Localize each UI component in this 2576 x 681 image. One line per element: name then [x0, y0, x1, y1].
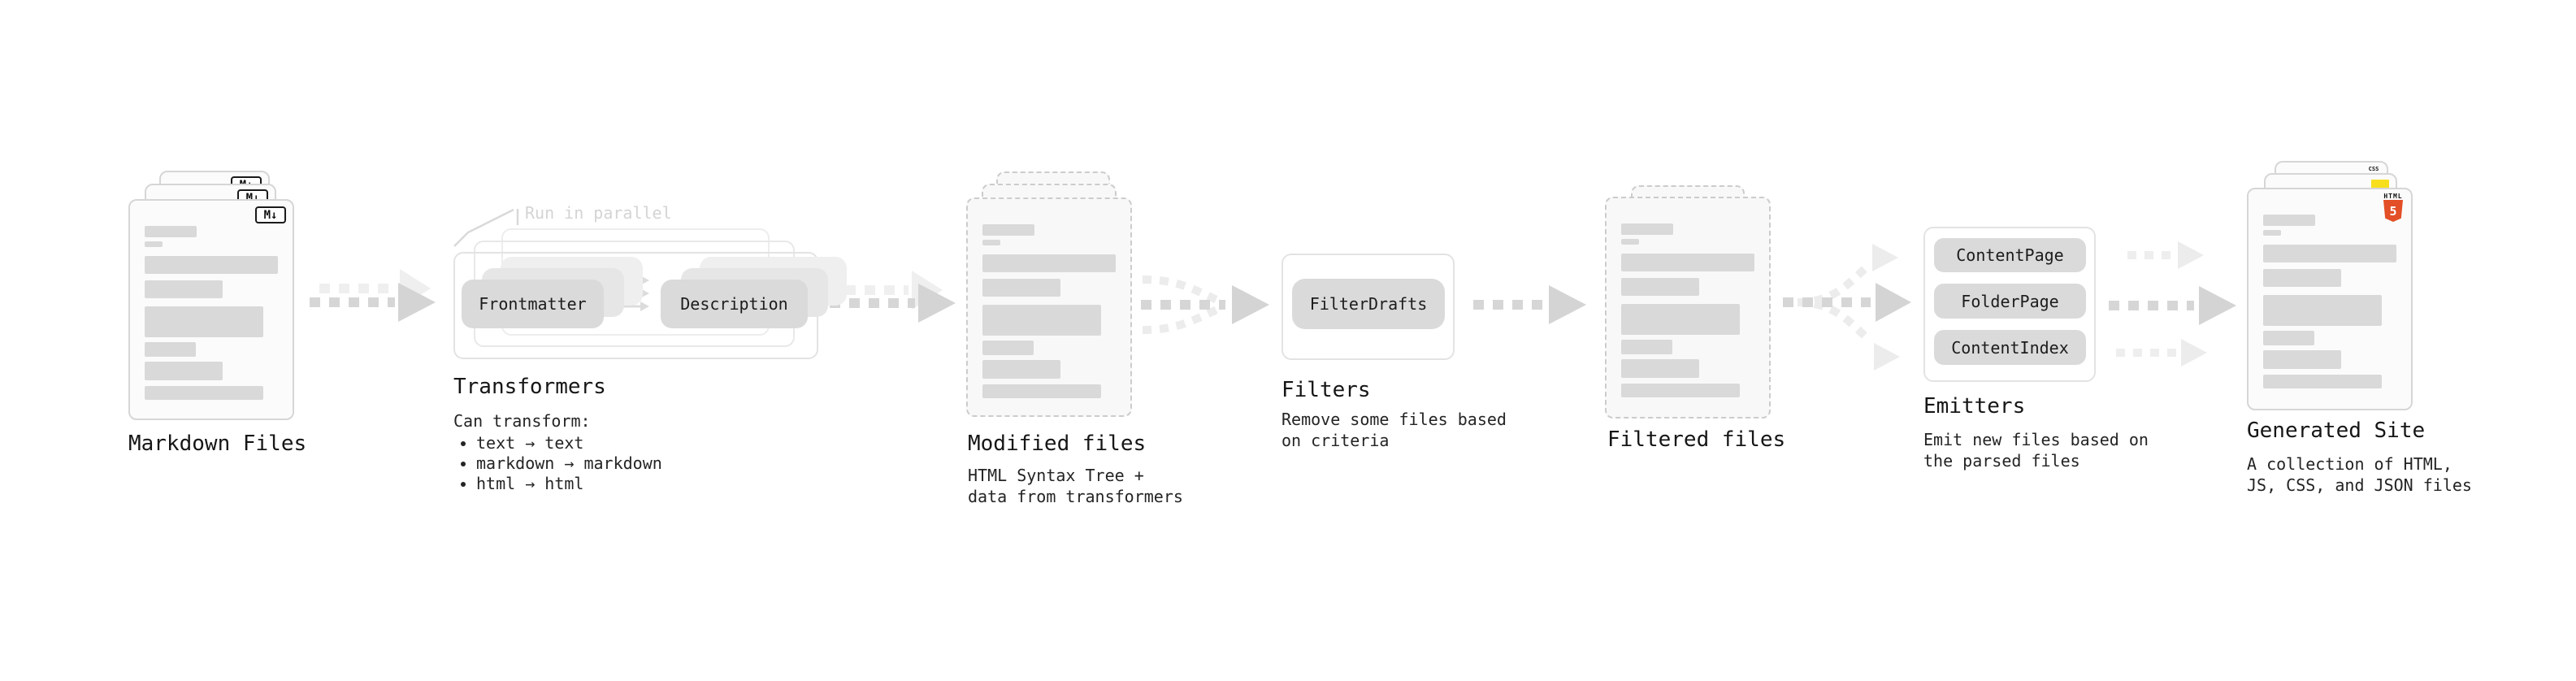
- emitters-description: Emit new files based on the parsed files: [1923, 430, 2149, 471]
- transform-bullet: text → text: [476, 433, 662, 453]
- placeholder-bar: [982, 305, 1101, 336]
- filters-box: [1281, 254, 1455, 360]
- arrow-emitters-to-generated: [2109, 241, 2236, 367]
- transformers-description-title: Can transform:: [453, 411, 591, 431]
- css-badge-text: CSS: [2368, 166, 2379, 172]
- placeholder-bar: [1621, 304, 1740, 335]
- emitters-label: Emitters: [1923, 394, 2026, 419]
- arrow-filters-to-filtered: [1473, 285, 1586, 324]
- html5-badge-text: HTML: [2383, 193, 2403, 200]
- emitter-node-contentindex: ContentIndex: [1934, 330, 2086, 365]
- emitters-box: [1923, 227, 2096, 382]
- html5-shield: 5: [2383, 200, 2403, 222]
- filters-description: Remove some files based on criteria: [1281, 410, 1507, 450]
- placeholder-bar: [982, 254, 1116, 272]
- arrow-filtered-to-emitters: [1783, 244, 1911, 371]
- filtered-file-card-front: [1605, 197, 1771, 419]
- placeholder-bar: [145, 256, 278, 274]
- markdown-file-card-front: M↓: [128, 199, 294, 420]
- placeholder-bar: [145, 241, 163, 247]
- modified-file-card-front: [966, 197, 1132, 417]
- generated-file-card-html: HTML 5: [2247, 188, 2413, 410]
- placeholder-bar: [982, 360, 1060, 379]
- placeholder-bar: [1621, 384, 1740, 397]
- placeholder-bar: [982, 279, 1060, 297]
- modified-files-label: Modified files: [968, 432, 1147, 456]
- transform-bullet: markdown → markdown: [476, 453, 662, 474]
- placeholder-bar: [2263, 215, 2315, 226]
- transform-bullet: html → html: [476, 474, 662, 494]
- placeholder-bar: [1621, 254, 1754, 271]
- transformer-node-description: Description: [661, 280, 808, 328]
- placeholder-bar: [1621, 359, 1699, 378]
- placeholder-bar: [145, 306, 263, 337]
- placeholder-bar: [1621, 340, 1672, 354]
- placeholder-bar: [982, 340, 1034, 355]
- modified-files-description: HTML Syntax Tree + data from transformer…: [968, 466, 1183, 506]
- transformers-label: Transformers: [453, 375, 606, 399]
- placeholder-bar: [2263, 245, 2396, 262]
- placeholder-bar: [1621, 239, 1639, 245]
- generated-site-label: Generated Site: [2247, 419, 2426, 443]
- placeholder-bar: [982, 240, 1000, 245]
- arrow-markdown-to-transformers: [310, 269, 436, 322]
- html5-icon: HTML 5: [2383, 193, 2403, 222]
- generated-site-description: A collection of HTML, JS, CSS, and JSON …: [2247, 454, 2472, 495]
- placeholder-bar: [145, 342, 196, 357]
- placeholder-bar: [145, 362, 223, 380]
- placeholder-bar: [145, 226, 197, 237]
- markdown-icon: M↓: [255, 206, 286, 223]
- transformer-node-frontmatter: Frontmatter: [462, 280, 604, 328]
- markdown-files-label: Markdown Files: [128, 432, 307, 456]
- placeholder-bar: [2263, 331, 2314, 345]
- placeholder-bar: [2263, 230, 2281, 236]
- arrow-modified-to-filters: [1141, 275, 1269, 334]
- run-in-parallel-annotation: Run in parallel: [525, 203, 672, 223]
- placeholder-bar: [982, 384, 1101, 398]
- filters-label: Filters: [1281, 378, 1371, 402]
- placeholder-bar: [2263, 269, 2341, 287]
- transformers-bullet-list: text → text markdown → markdown html → h…: [455, 433, 662, 494]
- placeholder-bar: [1621, 278, 1699, 296]
- emitter-node-contentpage: ContentPage: [1934, 238, 2086, 272]
- placeholder-bar: [2263, 295, 2382, 326]
- placeholder-bar: [2263, 375, 2382, 388]
- placeholder-bar: [2263, 350, 2341, 369]
- emitter-node-folderpage: FolderPage: [1934, 284, 2086, 319]
- placeholder-bar: [1621, 223, 1673, 235]
- markdown-badge-text: M↓: [263, 208, 278, 222]
- filter-node-filterdrafts: FilterDrafts: [1292, 279, 1445, 329]
- filtered-files-label: Filtered files: [1607, 427, 1786, 452]
- placeholder-bar: [145, 386, 263, 400]
- placeholder-bar: [982, 224, 1034, 236]
- placeholder-bar: [145, 280, 223, 298]
- html5-number: 5: [2389, 203, 2397, 219]
